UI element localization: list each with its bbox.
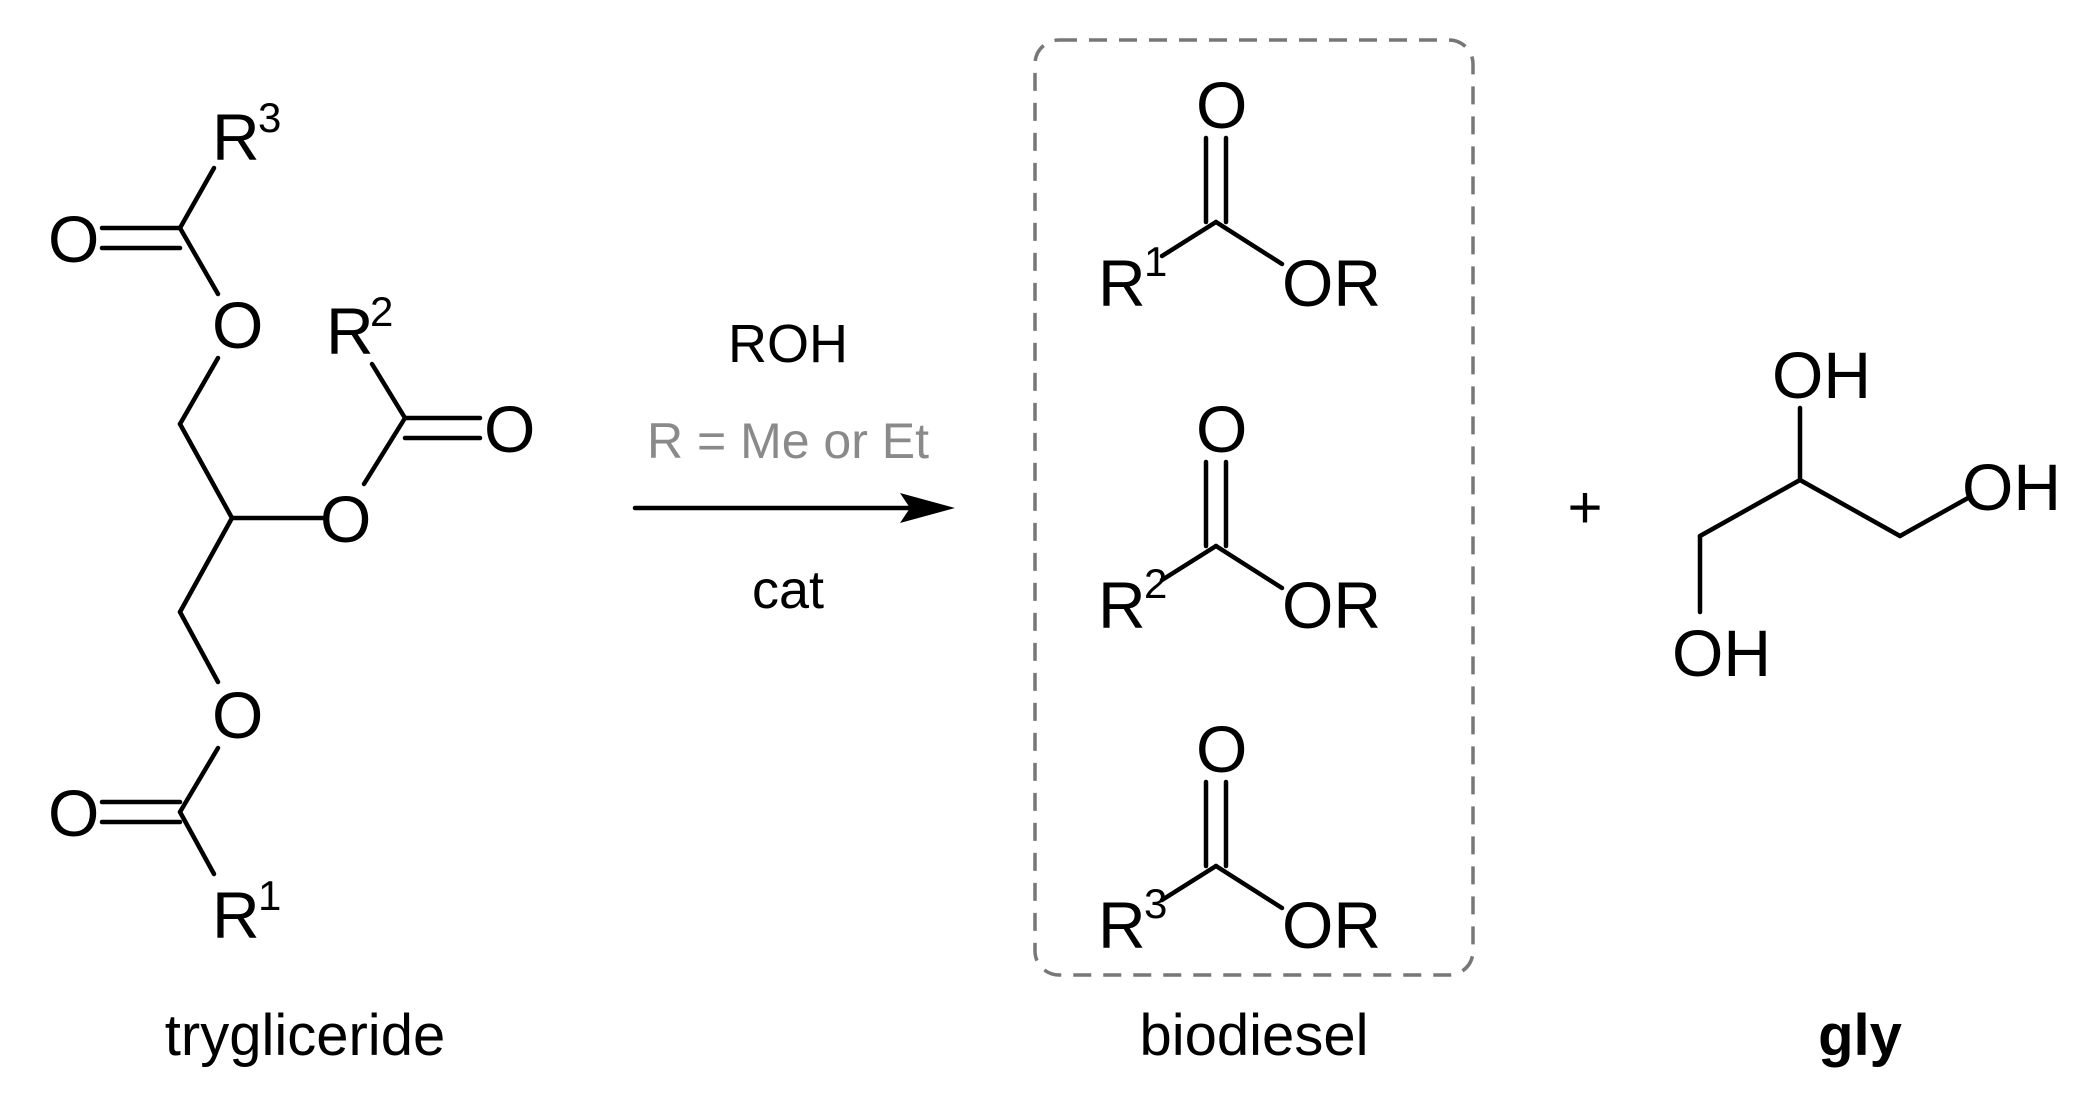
biodiesel-caption: biodiesel: [1140, 1003, 1369, 1068]
bond: [1213, 863, 1285, 911]
r2-superscript: 2: [1144, 560, 1167, 607]
bond: [1213, 219, 1285, 267]
hydroxyl-label: OH: [1772, 338, 1871, 412]
oxygen-label: O: [48, 202, 99, 276]
plus-sign: +: [1567, 474, 1602, 541]
r2-label: R: [1098, 568, 1146, 642]
oxygen-label: O: [212, 288, 263, 362]
r2-superscript: 2: [370, 288, 393, 335]
r1-label: R: [212, 878, 260, 952]
reaction-conditions: ROH R = Me or Et cat: [632, 314, 955, 620]
bond: [369, 361, 408, 421]
triglyceride-caption: trygliceride: [165, 1003, 445, 1068]
r-definition-label: R = Me or Et: [647, 413, 929, 469]
glycerol-caption: gly: [1818, 1003, 1902, 1068]
ester-r1: O R 1 OR: [1098, 68, 1381, 320]
bond: [177, 225, 221, 297]
bond: [177, 609, 221, 685]
oxygen-label: O: [1196, 68, 1247, 142]
biodiesel-box: [1033, 38, 1475, 977]
r1-superscript: 1: [258, 872, 281, 919]
or-label: OR: [1282, 888, 1381, 962]
bond: [177, 165, 217, 231]
triglyceride-structure: R 3 O O O O R 2 O O R 1: [48, 94, 535, 952]
ester-r3: O R 3 OR: [1098, 712, 1381, 962]
oxygen-label: O: [48, 776, 99, 850]
bond: [1897, 495, 1971, 539]
bond: [177, 745, 221, 815]
r3-label: R: [212, 100, 260, 174]
bond: [361, 415, 408, 487]
oxygen-label: O: [320, 482, 371, 556]
glycerol-structure: OH OH OH: [1672, 338, 2061, 690]
hydroxyl-label: OH: [1962, 450, 2061, 524]
bond: [1697, 477, 1803, 539]
bond: [1797, 477, 1903, 539]
ester-r2: O R 2 OR: [1098, 392, 1381, 642]
oxygen-label: O: [212, 678, 263, 752]
r3-superscript: 3: [1144, 880, 1167, 927]
bond: [1213, 543, 1285, 591]
bond: [177, 421, 235, 521]
bond: [177, 515, 235, 615]
oxygen-label: O: [1196, 392, 1247, 466]
r3-label: R: [1098, 888, 1146, 962]
bond: [1159, 543, 1219, 583]
r1-label: R: [1098, 246, 1146, 320]
or-label: OR: [1282, 568, 1381, 642]
reaction-arrow-head: [900, 493, 955, 523]
oxygen-label: O: [484, 392, 535, 466]
or-label: OR: [1282, 246, 1381, 320]
bond: [177, 809, 217, 877]
r3-superscript: 3: [258, 94, 281, 141]
bond: [1159, 219, 1219, 259]
bond: [177, 355, 221, 427]
hydroxyl-label: OH: [1672, 616, 1771, 690]
r1-superscript: 1: [1144, 238, 1167, 285]
catalyst-label: cat: [752, 560, 824, 620]
bond: [1159, 863, 1219, 903]
r2-label: R: [326, 294, 374, 368]
oxygen-label: O: [1196, 712, 1247, 786]
reagent-label: ROH: [728, 314, 848, 374]
